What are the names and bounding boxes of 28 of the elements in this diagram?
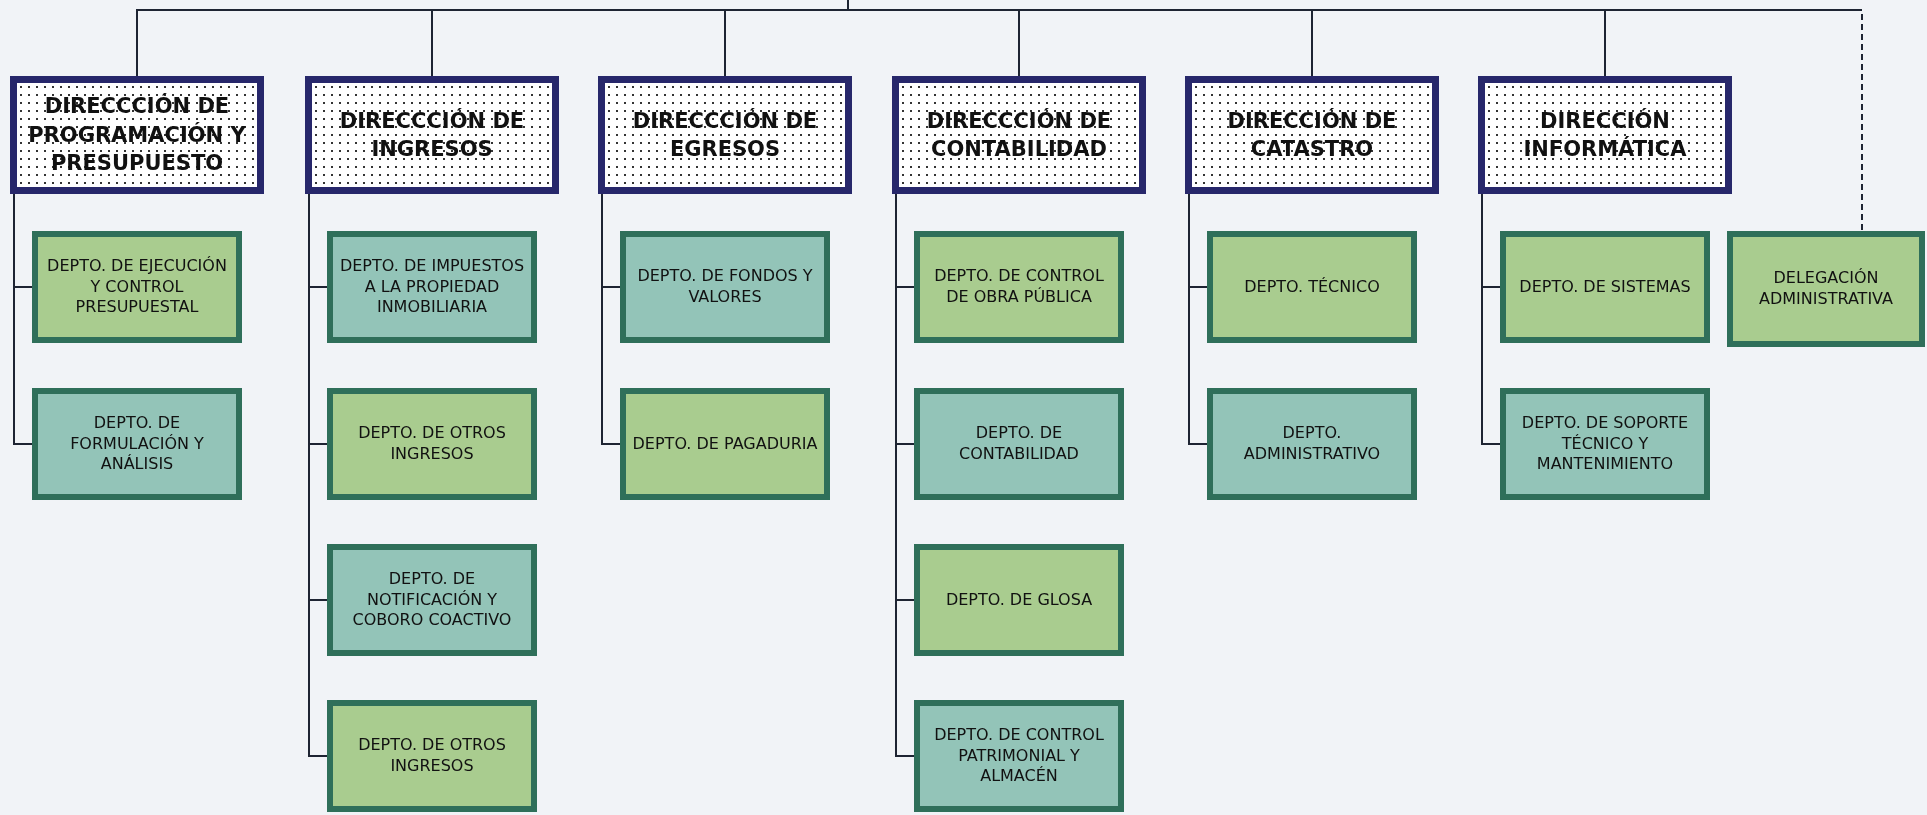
department-box: DEPTO. DE CONTROL DE OBRA PÚBLICA [914,231,1124,343]
directorate-box: DIRECCCIÓN DE EGRESOS [598,76,852,194]
directorate-box: DIRECCCIÓN DE PROGRAMACIÓN Y PRESUPUESTO [10,76,264,194]
department-box: DEPTO. DE EJECUCIÓN Y CONTROL PRESUPUESTAL [32,231,242,343]
department-box: DELEGACIÓN ADMINISTRATIVA [1727,231,1925,347]
directorate-box: DIRECCCIÓN DE INGRESOS [305,76,559,194]
department-box: DEPTO. DE CONTABILIDAD [914,388,1124,500]
connector-line [847,0,1863,232]
department-box: DEPTO. DE FONDOS Y VALORES [620,231,830,343]
department-box: DEPTO. DE GLOSA [914,544,1124,656]
department-box: DEPTO. DE PAGADURIA [620,388,830,500]
department-box: DEPTO. DE CONTROL PATRIMONIAL Y ALMACÉN [914,700,1124,812]
department-box: DEPTO. ADMINISTRATIVO [1207,388,1417,500]
department-box: DEPTO. DE OTROS INGRESOS [327,700,537,812]
department-box: DEPTO. DE FORMULACIÓN Y ANÁLISIS [32,388,242,500]
connector-line [1188,193,1208,445]
directorate-box: DIRECCIÓN DE CATASTRO [1185,76,1439,194]
connector-line [13,193,33,445]
department-box: DEPTO. DE SOPORTE TÉCNICO Y MANTENIMIENTO [1500,388,1710,500]
department-box: DEPTO. DE IMPUESTOS A LA PROPIEDAD INMOBILIARIA [327,231,537,343]
department-box: DEPTO. TÉCNICO [1207,231,1417,343]
department-box: DEPTO. DE NOTIFICACIÓN Y COBORO COACTIVO [327,544,537,656]
connector-line [601,193,621,445]
directorate-box: DIRECCIÓN INFORMÁTICA [1478,76,1732,194]
connector-line [1481,193,1501,445]
directorate-box: DIRECCCIÓN DE CONTABILIDAD [892,76,1146,194]
department-box: DEPTO. DE SISTEMAS [1500,231,1710,343]
department-box: DEPTO. DE OTROS INGRESOS [327,388,537,500]
